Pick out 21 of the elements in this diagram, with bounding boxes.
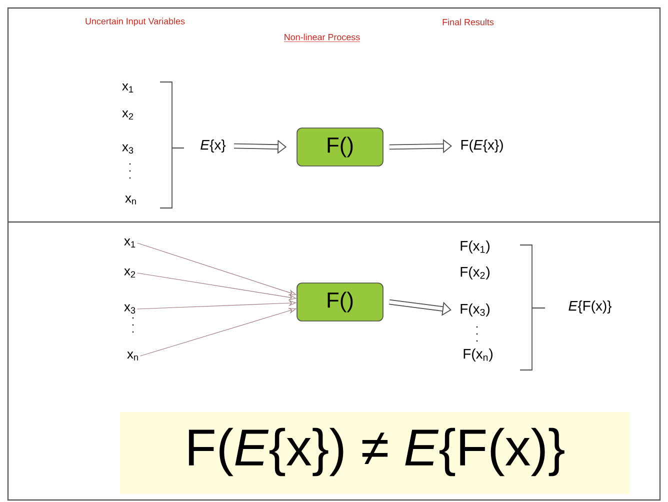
variable-label: x$_{n}$ bbox=[127, 352, 138, 360]
formula-text: F(x$_{1}$) bbox=[460, 240, 490, 254]
formula-text: F(E{x}) bbox=[461, 140, 503, 152]
inequality-formula: F(E{x}) ≠ E{F(x)} bbox=[188, 428, 564, 476]
heading-label: Non-linear Process bbox=[284, 34, 360, 42]
formula-text: E{F(x)} bbox=[568, 300, 612, 314]
variable-label: x$_{2}$ bbox=[122, 110, 134, 120]
process-box: F() bbox=[296, 128, 384, 166]
heading-label: Final Results bbox=[442, 18, 494, 26]
variable-label: x$_{n}$ bbox=[125, 196, 136, 204]
formula-text: F(x$_{3}$) bbox=[460, 304, 490, 316]
variable-label: x$_{3}$ bbox=[122, 144, 134, 154]
formula-text: E{x} bbox=[200, 140, 226, 152]
variable-label: x$_{1}$ bbox=[122, 84, 134, 92]
variable-label: x$_{2}$ bbox=[124, 268, 136, 278]
formula-text: F(x$_{n}$) bbox=[464, 348, 492, 362]
heading-label: Uncertain Input Variables bbox=[86, 18, 185, 26]
formula-text: F(x$_{2}$) bbox=[460, 266, 490, 280]
variable-label: x$_{3}$ bbox=[124, 304, 136, 314]
process-box: F() bbox=[296, 282, 384, 322]
variable-label: x$_{1}$ bbox=[124, 238, 136, 248]
